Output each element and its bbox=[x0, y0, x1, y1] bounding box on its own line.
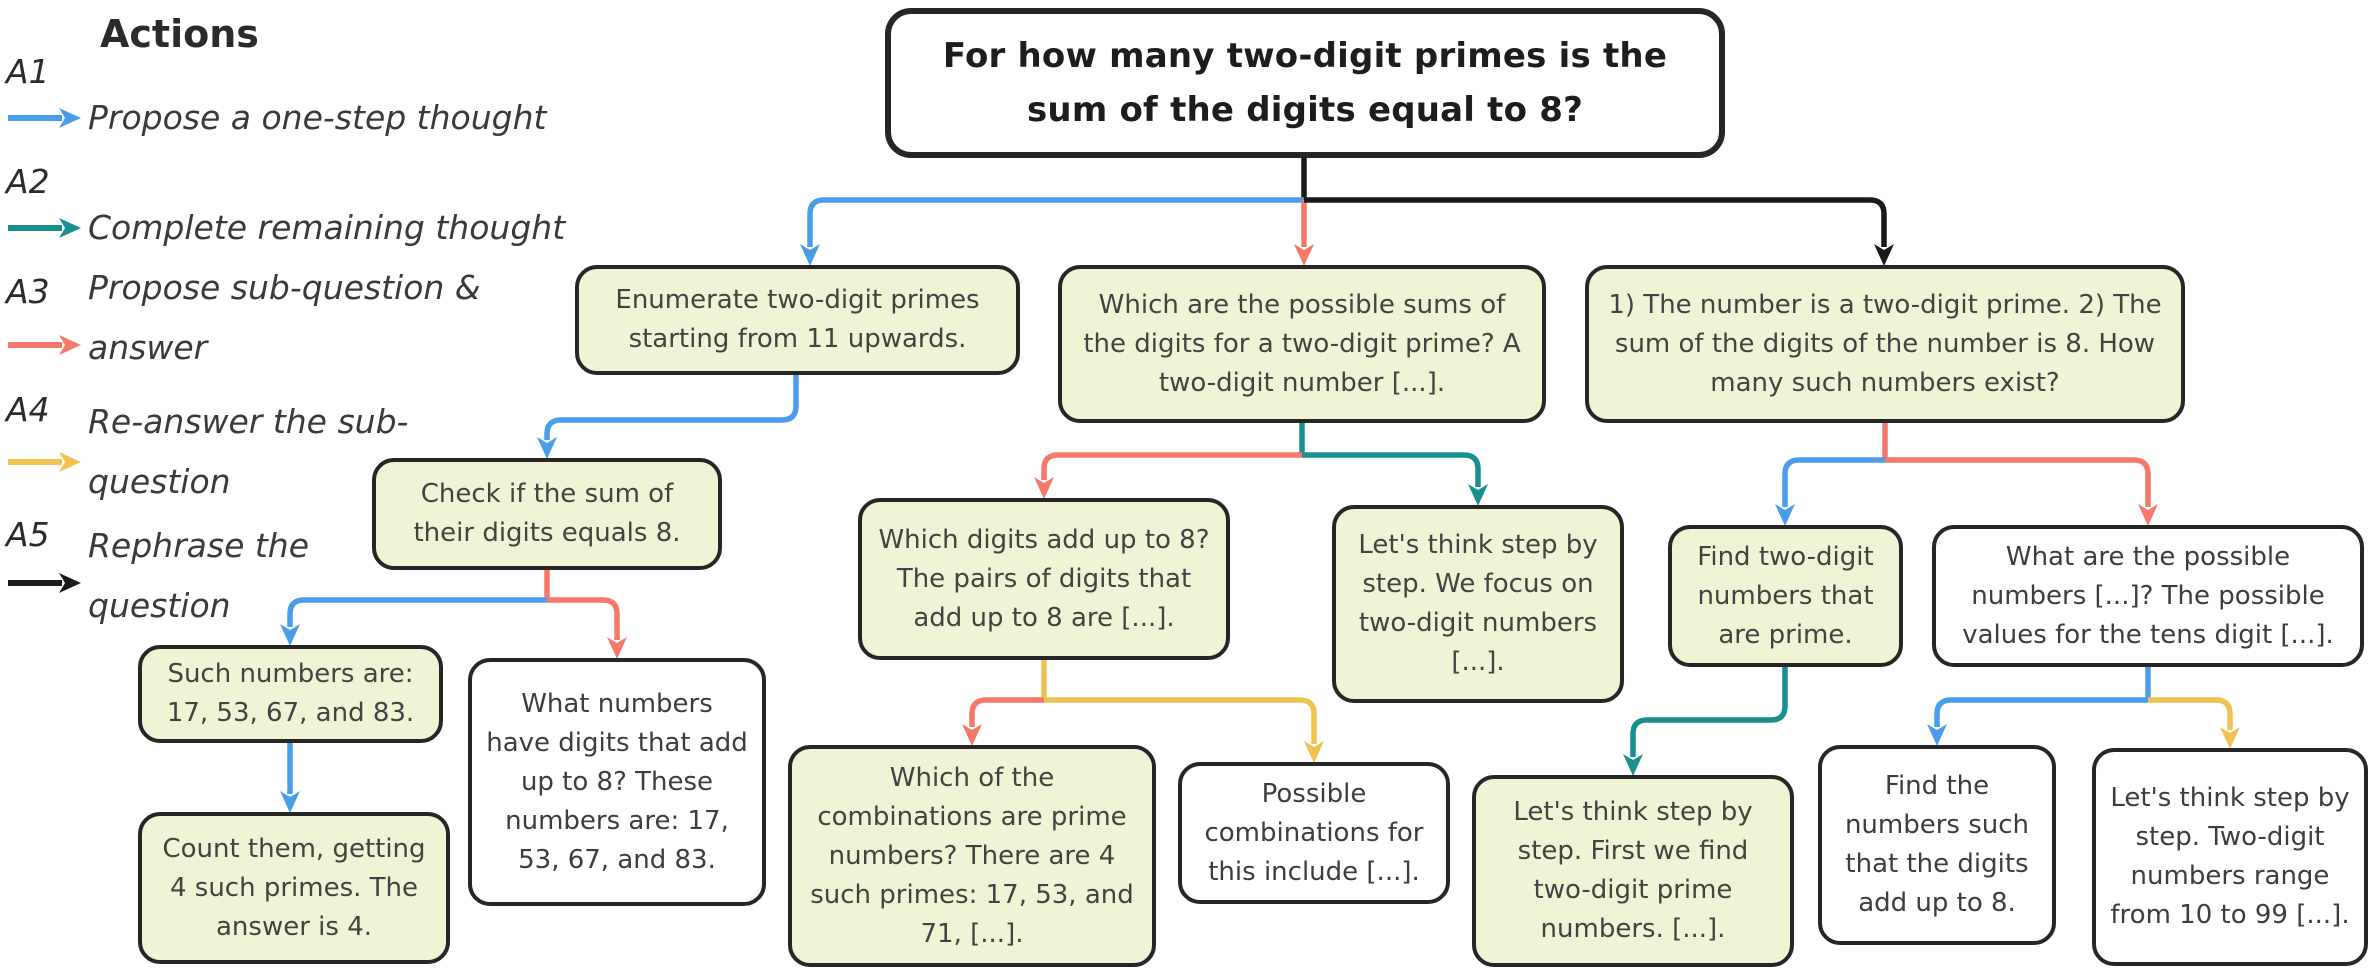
edge-a1-root-to-enumerate bbox=[800, 197, 1304, 266]
edge-a3-check-sum-to-what-numbers bbox=[547, 597, 627, 659]
node-possible-combinations: Possible combinations for this include [… bbox=[1178, 762, 1450, 904]
node-check-digit-sum: Check if the sum of their digits equals … bbox=[372, 458, 722, 570]
edge-a2-possible-sums-to-step-by-step bbox=[1302, 452, 1488, 506]
node-find-two-digit-primes-text: Find two-digit numbers that are prime. bbox=[1697, 541, 1874, 650]
edge-a4-possible-numbers-to-range bbox=[2148, 697, 2240, 749]
node-possible-numbers-question: What are the possible numbers [...]? The… bbox=[1932, 525, 2364, 667]
legend-text-a2: Complete remaining thought bbox=[88, 208, 566, 247]
node-enumerate-primes: Enumerate two-digit primes starting from… bbox=[575, 265, 1020, 375]
node-what-numbers-add-to-8: What numbers have digits that add up to … bbox=[468, 658, 766, 906]
legend-text-a4: Re-answer the sub-question bbox=[88, 402, 409, 502]
node-which-digits-add-to-8-text: Which digits add up to 8? The pairs of d… bbox=[878, 524, 1210, 633]
node-count-them-answer-text: Count them, getting 4 such primes. The a… bbox=[162, 833, 426, 942]
node-step-by-step-focus-text: Let's think step by step. We focus on tw… bbox=[1358, 530, 1598, 677]
edge-a4-which-digits-to-possible-combinations bbox=[1044, 697, 1324, 763]
node-first-we-find-primes-text: Let's think step by step. First we find … bbox=[1513, 797, 1753, 944]
node-what-numbers-add-to-8-text: What numbers have digits that add up to … bbox=[486, 688, 748, 875]
legend-text-a5: Rephrase the question bbox=[88, 526, 310, 626]
node-possible-sums-question: Which are the possible sums of the digit… bbox=[1058, 265, 1546, 423]
legend-label-a3: A3 bbox=[6, 272, 50, 311]
node-such-numbers: Such numbers are: 17, 53, 67, and 83. bbox=[138, 645, 443, 743]
node-find-two-digit-primes: Find two-digit numbers that are prime. bbox=[1668, 525, 1903, 667]
node-possible-numbers-question-text: What are the possible numbers [...]? The… bbox=[1962, 541, 2334, 650]
node-check-digit-sum-text: Check if the sum of their digits equals … bbox=[413, 479, 681, 548]
node-which-combinations-prime: Which of the combinations are prime numb… bbox=[788, 745, 1156, 967]
legend-label-a2: A2 bbox=[6, 162, 50, 201]
node-step-by-step-focus: Let's think step by step. We focus on tw… bbox=[1332, 505, 1624, 703]
node-which-digits-add-to-8: Which digits add up to 8? The pairs of d… bbox=[858, 498, 1230, 660]
edge-a3-rephrased-to-possible-numbers bbox=[1885, 457, 2158, 526]
legend-label-a1: A1 bbox=[6, 52, 50, 91]
node-such-numbers-text: Such numbers are: 17, 53, 67, and 83. bbox=[166, 659, 415, 728]
legend-text-a3: Propose sub-question & answer bbox=[88, 268, 481, 368]
edge-a1-rephrased-to-find-primes bbox=[1775, 457, 1885, 526]
node-which-combinations-prime-text: Which of the combinations are prime numb… bbox=[810, 762, 1134, 949]
node-possible-sums-question-text: Which are the possible sums of the digit… bbox=[1083, 289, 1521, 398]
node-find-numbers-digits-8: Find the numbers such that the digits ad… bbox=[1818, 745, 2056, 945]
node-range-10-to-99-text: Let's think step by step. Two-digit numb… bbox=[2110, 783, 2350, 930]
edge-a1-enumerate-to-check-sum bbox=[537, 375, 799, 459]
legend-title: Actions bbox=[100, 12, 259, 56]
node-first-we-find-primes: Let's think step by step. First we find … bbox=[1472, 775, 1794, 967]
edge-a1-check-sum-to-such-numbers bbox=[280, 597, 547, 646]
node-count-them-answer: Count them, getting 4 such primes. The a… bbox=[138, 812, 450, 964]
edge-a2-find-primes-to-first-we-find bbox=[1623, 667, 1788, 776]
legend-label-a4: A4 bbox=[6, 390, 50, 429]
edge-a3-which-digits-to-combinations-prime bbox=[962, 697, 1044, 746]
legend-text-a1: Propose a one-step thought bbox=[88, 98, 547, 137]
edge-a3-possible-sums-to-which-digits bbox=[1034, 452, 1302, 499]
node-root-question-text: For how many two-digit primes is the sum… bbox=[942, 35, 1668, 130]
node-possible-combinations-text: Possible combinations for this include [… bbox=[1204, 778, 1424, 887]
actions-legend: Actions A1 Propose a one-step thought A2… bbox=[0, 0, 660, 700]
node-enumerate-primes-text: Enumerate two-digit primes starting from… bbox=[615, 285, 980, 354]
node-rephrased-question-text: 1) The number is a two-digit prime. 2) T… bbox=[1608, 289, 2162, 398]
node-find-numbers-digits-8-text: Find the numbers such that the digits ad… bbox=[1844, 771, 2030, 918]
node-root-question: For how many two-digit primes is the sum… bbox=[885, 8, 1725, 158]
node-range-10-to-99: Let's think step by step. Two-digit numb… bbox=[2092, 748, 2368, 966]
node-rephrased-question: 1) The number is a two-digit prime. 2) T… bbox=[1585, 265, 2185, 423]
legend-label-a5: A5 bbox=[6, 515, 50, 554]
edge-a1-possible-numbers-to-find-numbers bbox=[1927, 697, 2148, 746]
edge-a5-root-to-rephrased bbox=[1304, 197, 1894, 266]
